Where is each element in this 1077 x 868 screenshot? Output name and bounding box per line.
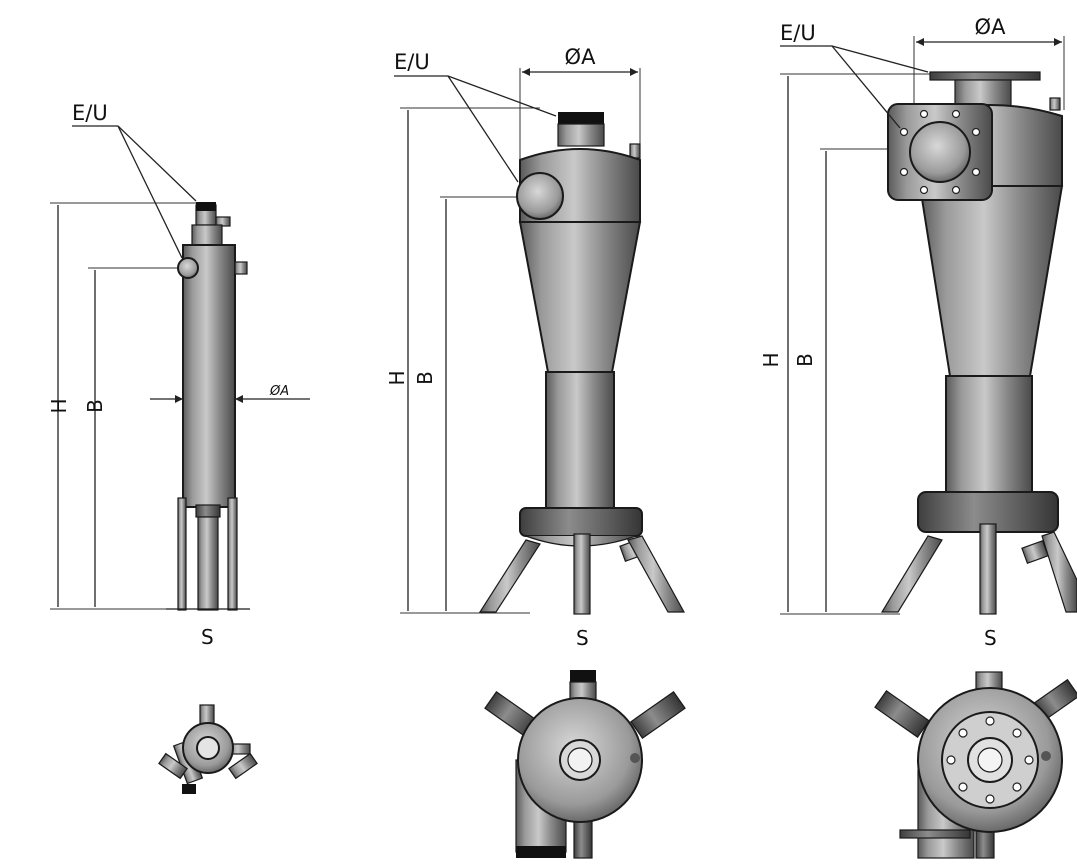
small-plan-leg-left bbox=[158, 752, 188, 780]
bolt-hole bbox=[899, 127, 909, 137]
small-plan-leg-right bbox=[228, 752, 258, 780]
large-top-flange bbox=[929, 71, 1041, 81]
bolt-hole bbox=[951, 185, 961, 195]
small-leg-left bbox=[177, 497, 187, 611]
large-support-label: S bbox=[984, 626, 997, 650]
medium-bottom-flange bbox=[519, 507, 643, 537]
medium-top-nozzle-cap bbox=[558, 112, 604, 124]
small-body-cylinder bbox=[182, 244, 236, 508]
large-leg-right bbox=[1041, 531, 1077, 613]
medium-plan-vent bbox=[630, 753, 640, 763]
small-plan-view bbox=[158, 704, 258, 794]
large-inlet-bore bbox=[909, 121, 971, 183]
bolt-hole bbox=[958, 728, 968, 738]
large-separator-view: E/U ØA H B S bbox=[759, 15, 1077, 859]
small-leg-right bbox=[227, 497, 238, 611]
large-cone bbox=[918, 185, 1064, 377]
medium-leg-center bbox=[573, 533, 591, 615]
medium-lower-cylinder bbox=[545, 371, 615, 511]
small-bottom-collar bbox=[195, 504, 221, 518]
small-inlet-height-label: B bbox=[83, 399, 107, 413]
medium-support-label: S bbox=[576, 626, 589, 650]
small-side-stub-upper bbox=[215, 216, 231, 227]
small-plan-outlet bbox=[196, 736, 220, 760]
small-diameter-arrowhead-right bbox=[235, 395, 243, 403]
small-leader-top bbox=[117, 125, 197, 202]
small-plan-pipe-cap bbox=[182, 784, 196, 794]
large-diam-arrowhead-right bbox=[1054, 38, 1062, 46]
bolt-hole bbox=[958, 782, 968, 792]
medium-separator-view: E/U ØA H B S bbox=[385, 45, 686, 859]
small-leg-center bbox=[197, 516, 219, 611]
medium-eu-label: E/U bbox=[394, 50, 430, 74]
medium-top-nozzle bbox=[557, 123, 605, 147]
medium-plan-nozzle-cap bbox=[570, 670, 596, 682]
large-inlet-bolt-holes bbox=[899, 109, 981, 195]
medium-diameter-label: ØA bbox=[565, 45, 597, 69]
small-eu-label: E/U bbox=[72, 101, 108, 125]
medium-leader-top bbox=[447, 75, 557, 117]
bolt-hole bbox=[899, 167, 909, 177]
small-height-label: H bbox=[47, 398, 71, 413]
small-side-stub-lower bbox=[234, 261, 248, 275]
large-lower-cylinder bbox=[945, 375, 1033, 497]
small-top-nozzle-cap bbox=[196, 202, 216, 211]
bolt-hole bbox=[985, 716, 995, 726]
large-leader-inlet bbox=[831, 45, 901, 129]
large-vent-stub bbox=[1049, 97, 1061, 111]
large-eu-label: E/U bbox=[780, 21, 816, 45]
medium-diam-arrowhead-left bbox=[522, 68, 530, 76]
large-leg-center bbox=[979, 523, 997, 615]
bolt-hole bbox=[971, 167, 981, 177]
medium-cone bbox=[518, 221, 642, 373]
large-plan-inlet-flange bbox=[899, 829, 971, 839]
small-diameter-arrowhead-left bbox=[175, 395, 183, 403]
medium-inlet-port bbox=[516, 172, 564, 220]
large-plan-view bbox=[874, 671, 1077, 859]
large-diam-arrowhead-left bbox=[916, 38, 924, 46]
large-plan-leg-left bbox=[874, 690, 930, 738]
large-inlet-height-label: B bbox=[793, 353, 817, 367]
bolt-hole bbox=[951, 109, 961, 119]
medium-leg-left bbox=[478, 539, 541, 613]
bolt-hole bbox=[919, 185, 929, 195]
small-leader-inlet bbox=[117, 125, 183, 259]
medium-leader-inlet bbox=[447, 75, 519, 183]
medium-height-label: H bbox=[385, 370, 409, 385]
medium-diam-arrowhead-right bbox=[630, 68, 638, 76]
large-leader-top bbox=[831, 45, 929, 73]
large-diameter-label: ØA bbox=[975, 15, 1007, 39]
small-diameter-label: ØA bbox=[269, 384, 289, 399]
small-separator-view: E/U H B ØA S bbox=[47, 101, 310, 794]
bolt-hole bbox=[985, 794, 995, 804]
bolt-hole bbox=[971, 127, 981, 137]
bolt-hole bbox=[946, 755, 956, 765]
medium-leg-right bbox=[627, 535, 686, 613]
large-plan-vent bbox=[1041, 751, 1051, 761]
large-plan-bolt-holes bbox=[946, 716, 1034, 804]
bolt-hole bbox=[919, 109, 929, 119]
small-plan-nozzle-top bbox=[199, 704, 215, 726]
medium-plan-view bbox=[484, 670, 686, 859]
large-leg-left bbox=[880, 535, 943, 613]
bolt-hole bbox=[1012, 728, 1022, 738]
large-plan-outlet bbox=[977, 747, 1003, 773]
medium-plan-inlet-cap bbox=[516, 846, 566, 858]
small-inlet-port bbox=[177, 257, 199, 279]
small-neck bbox=[191, 224, 223, 248]
small-support-label: S bbox=[201, 625, 214, 649]
medium-plan-outlet bbox=[567, 747, 593, 773]
medium-plan-leg-right bbox=[630, 691, 686, 739]
bolt-hole bbox=[1012, 782, 1022, 792]
medium-vent-stub bbox=[629, 143, 641, 159]
large-height-label: H bbox=[759, 352, 783, 367]
large-top-nozzle bbox=[954, 79, 1012, 107]
medium-inlet-height-label: B bbox=[413, 371, 437, 385]
bolt-hole bbox=[1024, 755, 1034, 765]
